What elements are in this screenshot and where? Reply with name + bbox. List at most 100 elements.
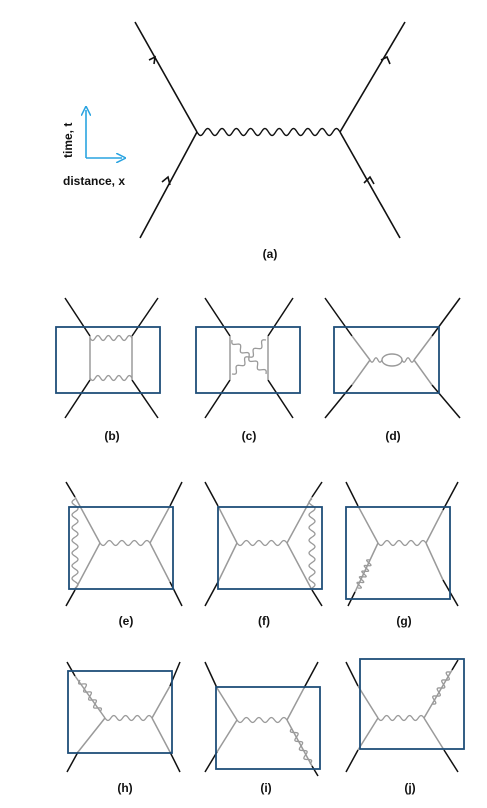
fermion-line-upper-right — [303, 661, 319, 689]
internal-fermion-line — [77, 717, 106, 753]
internal-fermion-line — [357, 505, 379, 544]
arrow-icon — [380, 55, 391, 65]
photon-propagator — [401, 357, 415, 363]
panel-label: (d) — [385, 429, 400, 443]
fermion-line-upper-right — [267, 297, 294, 337]
fermion-line-lower-left — [64, 379, 91, 419]
internal-fermion-line — [74, 496, 101, 544]
internal-fermion-line — [286, 496, 313, 544]
panel-label: (c) — [242, 429, 257, 443]
highlight-box — [359, 658, 465, 750]
panel-label: (a) — [263, 247, 278, 261]
photon-propagator — [77, 679, 103, 713]
fermion-line-upper-right — [442, 481, 459, 511]
fermion-line-upper-right — [131, 297, 159, 337]
fermion-line-upper-left — [64, 297, 91, 337]
internal-fermion-line — [151, 717, 171, 753]
highlight-box — [67, 670, 173, 754]
highlight-box — [217, 506, 323, 590]
internal-fermion-line — [357, 717, 379, 751]
panel-label: (i) — [260, 781, 271, 795]
fermion-line-lower-right — [311, 589, 323, 607]
internal-fermion-line — [149, 542, 171, 583]
fermion-line-lower-right — [339, 131, 401, 239]
highlight-box — [215, 686, 321, 770]
photon-propagator — [236, 539, 288, 547]
photon-propagator — [89, 334, 133, 342]
photon-propagator — [71, 498, 79, 589]
fermion-line-upper-left — [204, 661, 218, 689]
fermion-line-upper-left — [345, 481, 359, 507]
fermion-line-lower-left — [66, 751, 79, 773]
fermion-line-lower-right — [169, 751, 181, 773]
panel-label: (e) — [119, 614, 134, 628]
panel-e: (e) — [65, 481, 183, 628]
panel-j: (j) — [345, 658, 465, 795]
internal-fermion-line — [425, 509, 444, 544]
internal-fermion-line — [354, 542, 379, 593]
fermion-line-lower-right — [267, 379, 294, 419]
internal-fermion-line — [216, 687, 238, 721]
highlight-box — [333, 326, 440, 394]
fermion-line-upper-left — [204, 481, 219, 507]
internal-fermion-line — [351, 335, 371, 361]
panel-h: (h) — [66, 661, 181, 795]
internal-fermion-line — [425, 542, 444, 581]
fermion-line-upper-right — [431, 297, 461, 337]
photon-propagator — [377, 714, 425, 722]
internal-fermion-line — [74, 542, 101, 591]
vacuum-polarization-loop — [381, 353, 403, 367]
photon-propagator — [431, 671, 451, 705]
internal-fermion-line — [286, 687, 305, 721]
panel-a: time, t distance, x (a) — [61, 21, 406, 261]
arrow-icon — [161, 175, 171, 186]
internal-fermion-line — [351, 359, 371, 386]
fermion-line-lower-left — [324, 384, 353, 419]
highlight-box — [345, 506, 451, 600]
internal-fermion-line — [413, 335, 433, 361]
photon-propagator — [89, 374, 133, 382]
internal-fermion-line — [423, 717, 445, 751]
internal-fermion-line — [413, 359, 433, 386]
fermion-line-lower-right — [169, 581, 183, 607]
photon-propagator — [308, 498, 316, 589]
highlight-box — [195, 326, 301, 394]
fermion-line-upper-left — [134, 21, 198, 133]
distance-axis-label: distance, x — [63, 174, 125, 188]
time-axis-label: time, t — [61, 123, 75, 158]
photon-propagator — [196, 127, 341, 137]
fermion-line-upper-right — [311, 481, 323, 498]
panel-label: (j) — [404, 781, 415, 795]
panel-label: (h) — [117, 781, 132, 795]
photon-propagator — [289, 727, 313, 765]
photon-propagator — [369, 357, 383, 363]
panel-c: (c) — [195, 297, 301, 443]
highlight-box — [55, 326, 161, 394]
fermion-line-lower-left — [204, 379, 231, 419]
fermion-line-upper-right — [451, 659, 459, 671]
photon-propagator — [356, 559, 372, 589]
internal-fermion-line — [423, 669, 453, 719]
internal-fermion-line — [286, 542, 313, 591]
panel-g: (g) — [345, 481, 459, 628]
panel-label: (f) — [258, 614, 270, 628]
fermion-line-upper-left — [66, 661, 76, 677]
fermion-line-upper-left — [345, 661, 359, 687]
fermion-line-lower-left — [345, 749, 359, 773]
internal-fermion-line — [217, 542, 238, 583]
panel-b: (b) — [55, 297, 161, 443]
highlight-box — [68, 506, 174, 590]
internal-fermion-line — [357, 685, 379, 719]
photon-propagator — [231, 339, 267, 375]
panel-i: (i) — [204, 661, 321, 795]
panel-label: (g) — [396, 614, 411, 628]
fermion-line-lower-right — [443, 749, 459, 773]
fermion-line-upper-right — [169, 481, 183, 507]
arrow-icon — [363, 175, 375, 185]
panel-d: (d) — [324, 297, 461, 443]
fermion-line-upper-left — [324, 297, 353, 337]
fermion-line-lower-left — [65, 589, 76, 607]
fermion-line-lower-left — [204, 581, 219, 607]
fermion-line-lower-left — [204, 751, 218, 773]
